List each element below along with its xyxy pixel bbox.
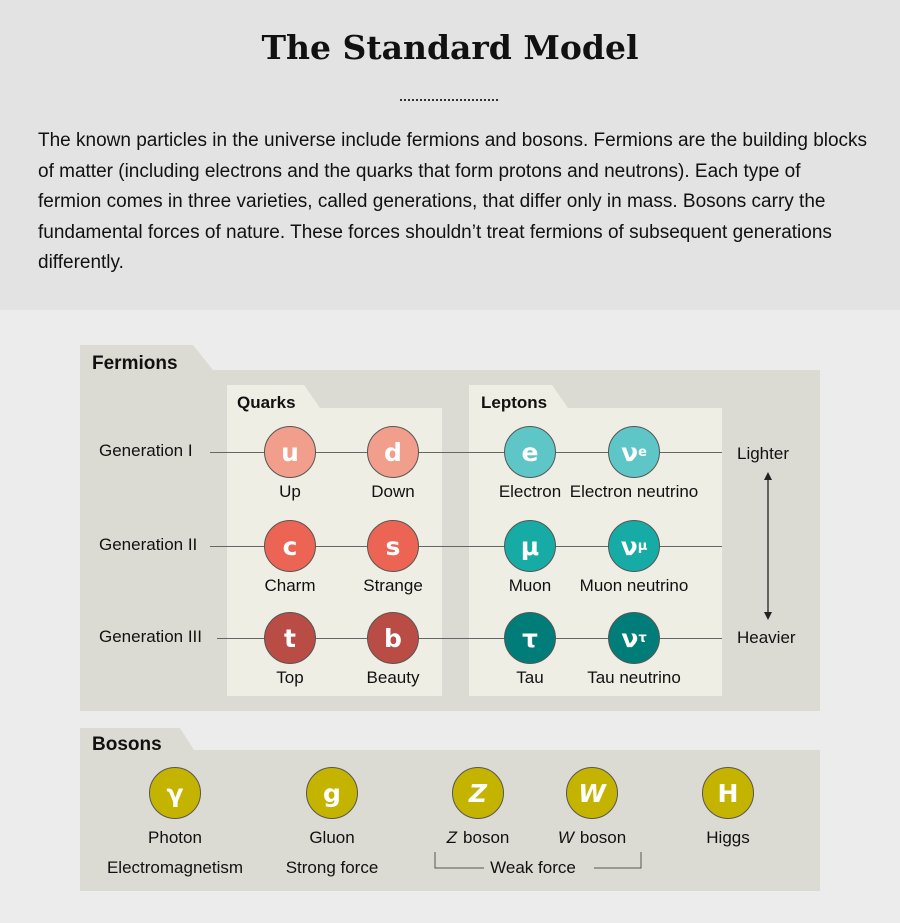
boson-circle: Z bbox=[452, 767, 504, 819]
lighter-label: Lighter bbox=[737, 444, 789, 463]
divider bbox=[400, 99, 498, 101]
generation-line bbox=[210, 452, 722, 453]
particle-name: Down bbox=[371, 482, 415, 501]
bosons-panel bbox=[80, 728, 820, 891]
particle-symbol: s bbox=[385, 531, 401, 561]
generation-label: Generation I bbox=[99, 441, 193, 460]
quarks-label: Quarks bbox=[237, 393, 296, 412]
boson-circle: γ bbox=[149, 767, 201, 819]
boson-name: Photon bbox=[148, 828, 202, 848]
boson-circle: W bbox=[566, 767, 618, 819]
particle-name: Tau bbox=[516, 668, 544, 687]
particle-name: Beauty bbox=[366, 668, 420, 687]
bosons-label: Bosons bbox=[92, 734, 162, 755]
particle-subscript: μ bbox=[637, 538, 648, 554]
header bbox=[0, 0, 900, 310]
boson-name-text: Photon bbox=[148, 828, 202, 847]
boson-circle: g bbox=[306, 767, 358, 819]
particle-subscript: e bbox=[638, 444, 647, 460]
particle-symbol: u bbox=[281, 437, 299, 467]
boson-force: Electromagnetism bbox=[106, 858, 244, 877]
boson-name: Higgs bbox=[706, 828, 749, 848]
particle-circle: d bbox=[367, 426, 419, 478]
particle-symbol: c bbox=[282, 531, 298, 561]
boson-name-prefix: W bbox=[557, 828, 574, 847]
particle-circle: s bbox=[367, 520, 419, 572]
weak-force-label: Weak force bbox=[490, 858, 576, 877]
particle-symbol: τ bbox=[522, 623, 538, 653]
particle-name: Top bbox=[276, 668, 304, 687]
generation-label: Generation II bbox=[99, 535, 198, 554]
boson-name-text: Higgs bbox=[706, 828, 750, 847]
particle-circle: c bbox=[264, 520, 316, 572]
particle-name: Up bbox=[279, 482, 301, 501]
intro-text: The known particles in the universe incl… bbox=[38, 130, 868, 273]
particle-name: Charm bbox=[264, 576, 316, 595]
particle-subscript: τ bbox=[638, 630, 647, 646]
particle-symbol: ν bbox=[620, 531, 638, 561]
boson-circle: H bbox=[702, 767, 754, 819]
heavier-label: Heavier bbox=[737, 628, 796, 647]
particle-name: Electron bbox=[498, 482, 562, 501]
mass-arrow-icon bbox=[764, 472, 772, 620]
generation-line bbox=[217, 638, 722, 639]
particle-circle: t bbox=[264, 612, 316, 664]
page-title: The Standard Model bbox=[261, 28, 639, 67]
particle-name: Muon neutrino bbox=[579, 576, 689, 595]
generation-label: Generation III bbox=[99, 627, 203, 646]
particle-symbol: ν bbox=[621, 623, 639, 653]
fermions-label: Fermions bbox=[92, 353, 178, 374]
boson-name: Gluon bbox=[309, 828, 354, 848]
boson-name-text: boson bbox=[579, 828, 627, 847]
boson-force: Strong force bbox=[285, 858, 379, 877]
particle-name: Muon bbox=[508, 576, 552, 595]
particle-name: Strange bbox=[363, 576, 423, 595]
particle-symbol: d bbox=[384, 437, 402, 467]
generation-line bbox=[210, 546, 722, 547]
boson-name-text: boson bbox=[463, 828, 510, 847]
particle-symbol: μ bbox=[520, 531, 540, 561]
particle-name: Tau neutrino bbox=[587, 668, 681, 687]
particle-name: Electron neutrino bbox=[569, 482, 699, 501]
boson-name-prefix: Z bbox=[446, 828, 458, 847]
particle-circle: μ bbox=[504, 520, 556, 572]
particle-symbol: t bbox=[284, 623, 296, 653]
particle-circle: u bbox=[264, 426, 316, 478]
particle-symbol: e bbox=[521, 437, 539, 467]
boson-name-text: Gluon bbox=[309, 828, 355, 847]
particle-circle: e bbox=[504, 426, 556, 478]
leptons-label: Leptons bbox=[481, 393, 548, 412]
particle-symbol: b bbox=[384, 623, 402, 653]
particle-circle: b bbox=[367, 612, 419, 664]
particle-symbol: ν bbox=[621, 437, 639, 467]
fermions-panel bbox=[80, 345, 820, 711]
particle-circle: τ bbox=[504, 612, 556, 664]
